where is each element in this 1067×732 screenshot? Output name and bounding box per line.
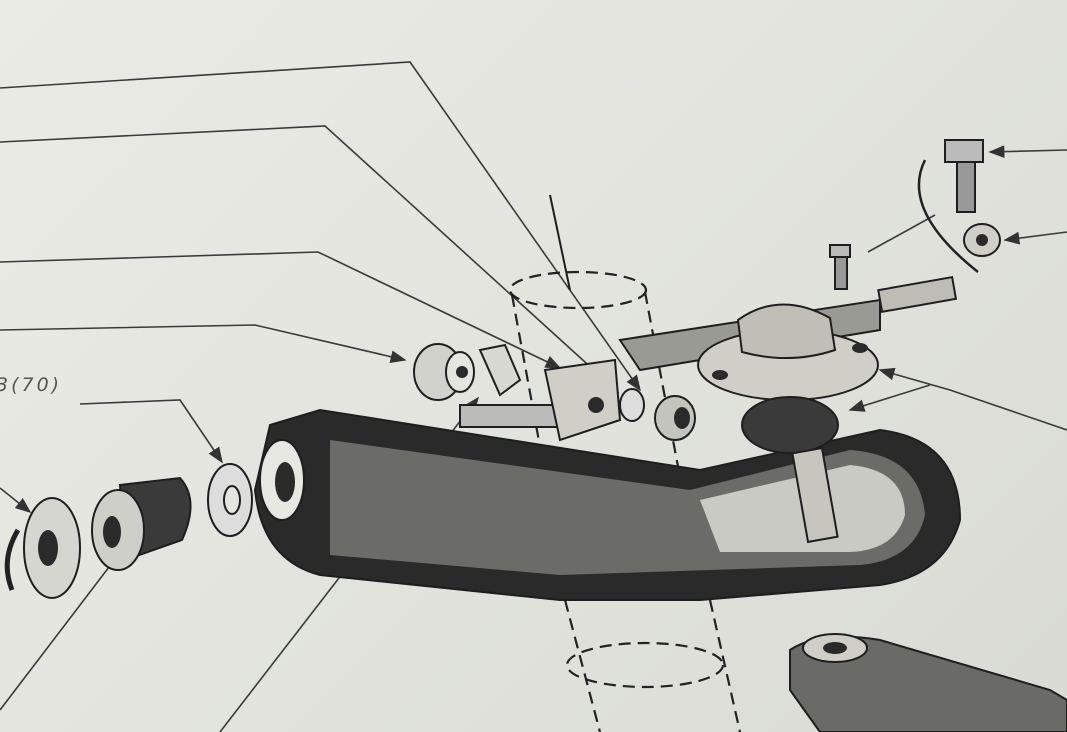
pivot-block <box>543 358 622 442</box>
ball-joint-boot <box>741 396 839 454</box>
leader-line <box>0 487 32 513</box>
threaded-stud <box>877 275 958 313</box>
pivot-assembly <box>413 343 696 442</box>
leader-line <box>0 61 641 392</box>
lower-control-arm <box>253 408 962 601</box>
stud <box>549 194 571 291</box>
ball-joint <box>618 275 958 544</box>
reference-number-label: 3(70) <box>0 374 63 396</box>
bolt-shank <box>956 161 976 213</box>
leader-line <box>867 214 936 253</box>
circlip <box>4 528 21 591</box>
small-bolt-shank <box>834 256 848 290</box>
small-bolt-head <box>829 244 851 258</box>
bush-washer-stack <box>4 463 253 599</box>
fasteners <box>829 139 1001 290</box>
leader-line <box>848 384 931 412</box>
leader-line <box>988 145 1067 159</box>
leader-line <box>0 125 620 394</box>
leader-line <box>0 548 123 711</box>
leader-line <box>0 251 562 369</box>
washer <box>619 388 645 422</box>
bracket-plate <box>478 343 522 397</box>
leader-line <box>79 399 223 464</box>
mounting-bracket <box>789 633 1067 732</box>
bolt-head <box>944 139 984 163</box>
ball-stud <box>791 446 839 544</box>
leader-line <box>1003 231 1067 245</box>
leader-lines <box>0 61 1067 732</box>
leader-line <box>0 324 407 363</box>
leader-line <box>878 367 1067 431</box>
bracket <box>917 159 979 273</box>
